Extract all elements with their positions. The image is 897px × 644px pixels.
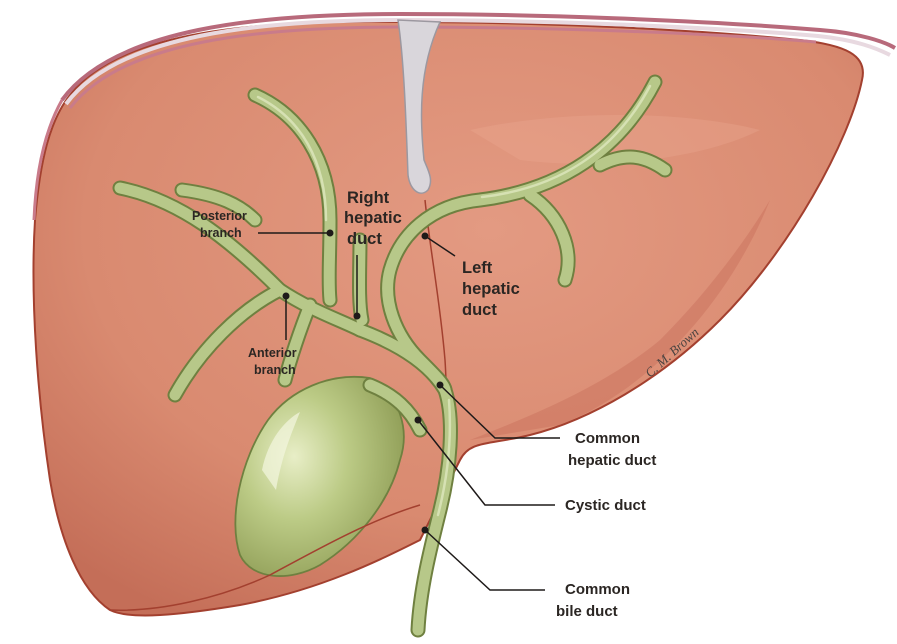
- common-bile-line1: Common: [565, 581, 630, 598]
- left-hepatic-line3: duct: [462, 301, 497, 319]
- common-hepatic-duct-label: Common hepatic duct: [568, 430, 656, 469]
- left-hepatic-line1: Left: [462, 259, 493, 277]
- right-hepatic-line2: hepatic: [344, 209, 402, 227]
- cystic-duct-label: Cystic duct: [565, 497, 646, 514]
- common-bile-duct-label: Common bile duct: [556, 581, 630, 620]
- anterior-branch-line2: branch: [254, 363, 296, 377]
- common-hepatic-line2: hepatic duct: [568, 452, 656, 469]
- common-hepatic-line1: Common: [575, 430, 640, 447]
- liver-shape: [33, 22, 862, 616]
- left-hepatic-line2: hepatic: [462, 280, 520, 298]
- cystic-duct-line1: Cystic duct: [565, 497, 646, 514]
- common-bile-line2: bile duct: [556, 603, 618, 620]
- posterior-branch-line2: branch: [200, 226, 242, 240]
- right-hepatic-line3: duct: [347, 230, 382, 248]
- right-hepatic-line1: Right: [347, 189, 390, 207]
- anterior-branch-line1: Anterior: [248, 346, 297, 360]
- posterior-branch-line1: Posterior: [192, 209, 247, 223]
